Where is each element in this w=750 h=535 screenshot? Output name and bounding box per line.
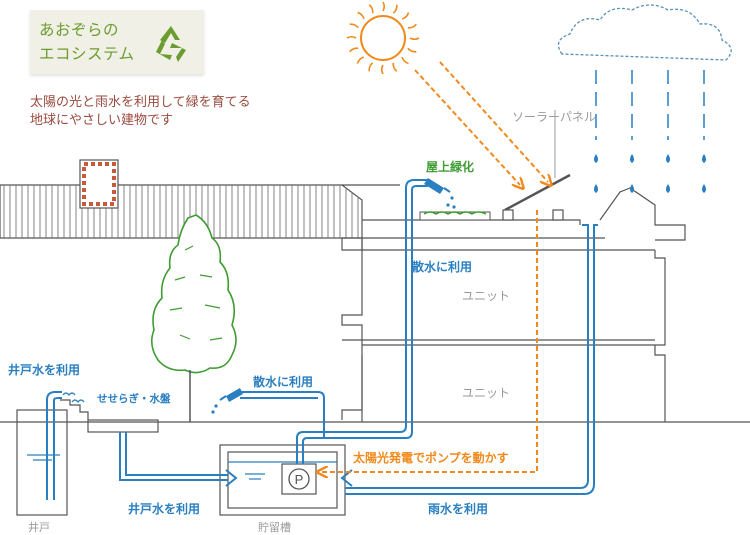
stream-basin-label: せせらぎ・水盤	[97, 393, 171, 405]
description-line-2: 地球にやさしい建物です	[30, 113, 174, 128]
building	[341, 184, 686, 422]
chimney	[79, 159, 119, 209]
storage-tank-label: 貯留槽	[258, 521, 291, 534]
description-line-1: 太陽の光と雨水を利用して緑を育てる	[30, 95, 251, 110]
unit-label-upper: ユニット	[462, 289, 511, 303]
well	[16, 409, 68, 516]
watering-can-icon-ground	[211, 388, 243, 414]
pump-symbol: P	[295, 472, 304, 487]
tree-icon	[150, 214, 237, 422]
title-line-1: あおぞらの	[39, 21, 120, 39]
rainwater-use-label: 雨水を利用	[428, 502, 489, 516]
solar-panel	[502, 110, 571, 221]
rooftop-greening-bed	[419, 211, 491, 221]
well-water-use-label: 井戸水を利用	[8, 363, 81, 377]
sunlight-beams	[414, 61, 548, 185]
cloud-icon	[557, 4, 732, 61]
pump-icon: P	[281, 463, 317, 495]
recycle-icon	[156, 26, 186, 62]
sun-icon	[346, 1, 420, 75]
solar-panel-label: ソーラーパネル	[512, 110, 596, 124]
rain-drops	[594, 70, 706, 193]
sprinkler-label-lower: 散水に利用	[253, 375, 314, 389]
well-water-use-bottom-label: 井戸水を利用	[128, 502, 201, 516]
sprinkler-label-upper: 散水に利用	[412, 260, 473, 274]
title-card: あおぞらの エコシステム	[30, 10, 204, 74]
solar-pump-label: 太陽光発電でポンプを動かす	[353, 451, 509, 465]
water-pipes	[46, 179, 598, 500]
unit-label-lower: ユニット	[462, 386, 511, 400]
watering-can-icon-roof	[424, 178, 456, 209]
rooftop-greening-label: 屋上緑化	[426, 160, 475, 174]
stream-basin	[60, 392, 159, 433]
title-line-2: エコシステム	[39, 45, 135, 63]
well-label: 井戸	[28, 521, 50, 534]
